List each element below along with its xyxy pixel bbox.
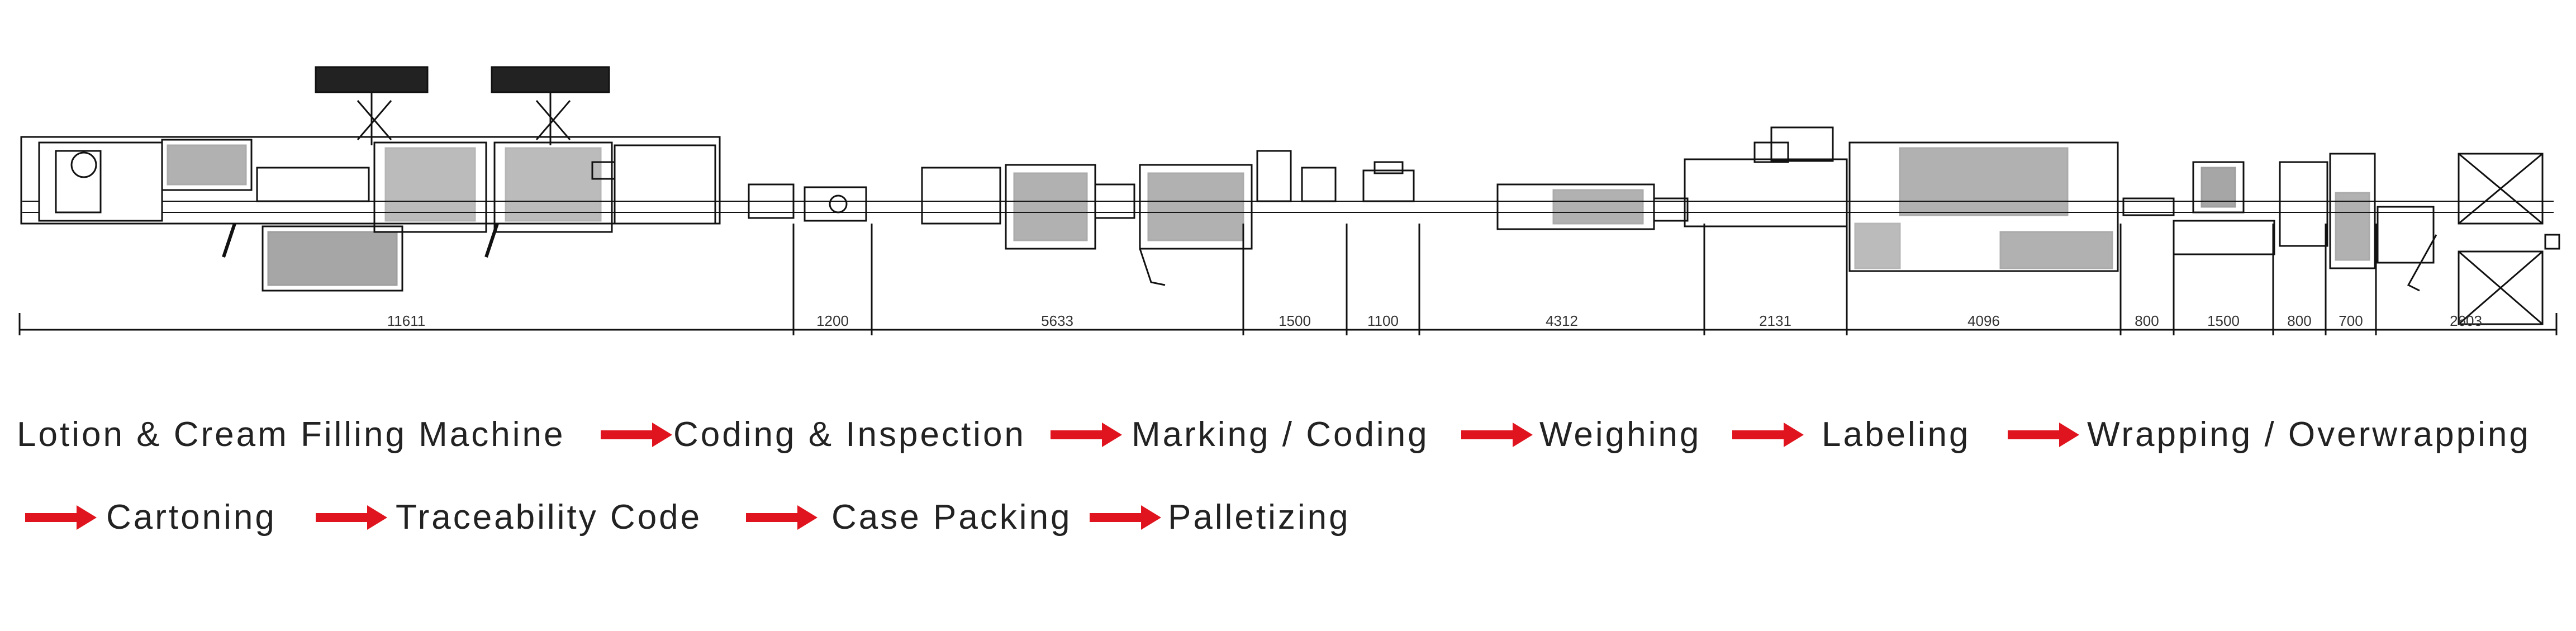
arrow-icon [1461, 423, 1533, 447]
process-flow-row-1: Lotion & Cream Filling Machine Coding & … [0, 401, 2576, 468]
segment-length-13: 2603 [2450, 312, 2482, 329]
dimension-line [18, 224, 2558, 335]
step-cartoning: Cartoning [106, 498, 277, 537]
step-labeling: Labeling [1822, 415, 1971, 454]
step-traceability: Traceability Code [396, 498, 702, 537]
segment-length-9: 800 [2135, 312, 2159, 329]
step-wrapping: Wrapping / Overwrapping [2087, 415, 2531, 454]
segment-length-1: 11611 [387, 312, 425, 329]
case-packing-drawing [2122, 153, 2435, 269]
inspection-machine-drawing [921, 164, 1253, 286]
coding-station-drawing [748, 183, 867, 222]
wrapping-machine-drawing [1684, 126, 1848, 227]
segment-length-6: 4312 [1546, 312, 1578, 329]
step-coding-inspection: Coding & Inspection [673, 415, 1026, 454]
process-flow-row-2: Cartoning Traceability Code Case Packing… [0, 484, 2576, 551]
arrow-icon [25, 505, 97, 530]
arrow-icon [1090, 505, 1161, 530]
production-line-drawing: 11611 1200 5633 1500 1100 4312 2131 4096… [18, 66, 2560, 335]
arrow-icon [316, 505, 387, 530]
step-marking-coding: Marking / Coding [1132, 415, 1429, 454]
step-weighing: Weighing [1539, 415, 1702, 454]
segment-length-2: 1200 [816, 312, 849, 329]
segment-length-12: 700 [2339, 312, 2363, 329]
cartoning-machine-drawing [1848, 141, 2119, 272]
step-case-packing: Case Packing [831, 498, 1072, 537]
arrow-icon [2008, 423, 2079, 447]
segment-length-8: 4096 [1967, 312, 2000, 329]
step-palletizing: Palletizing [1168, 498, 1351, 537]
segment-length-7: 2131 [1759, 312, 1791, 329]
arrow-icon [746, 505, 818, 530]
segment-length-11: 800 [2287, 312, 2311, 329]
segment-length-4: 1500 [1279, 312, 1311, 329]
segment-length-5: 1100 [1367, 312, 1399, 329]
arrow-icon [1732, 423, 1804, 447]
marking-weighing-drawing [1256, 150, 1415, 202]
palletizer-drawing [2407, 153, 2560, 325]
arrow-icon [601, 423, 672, 447]
labeling-machine-drawing [1496, 183, 1689, 230]
filling-machine-drawing [20, 66, 721, 292]
segment-length-3: 5633 [1041, 312, 1073, 329]
arrow-icon [1051, 423, 1122, 447]
step-filling: Lotion & Cream Filling Machine [17, 415, 565, 454]
segment-length-10: 1500 [2207, 312, 2240, 329]
